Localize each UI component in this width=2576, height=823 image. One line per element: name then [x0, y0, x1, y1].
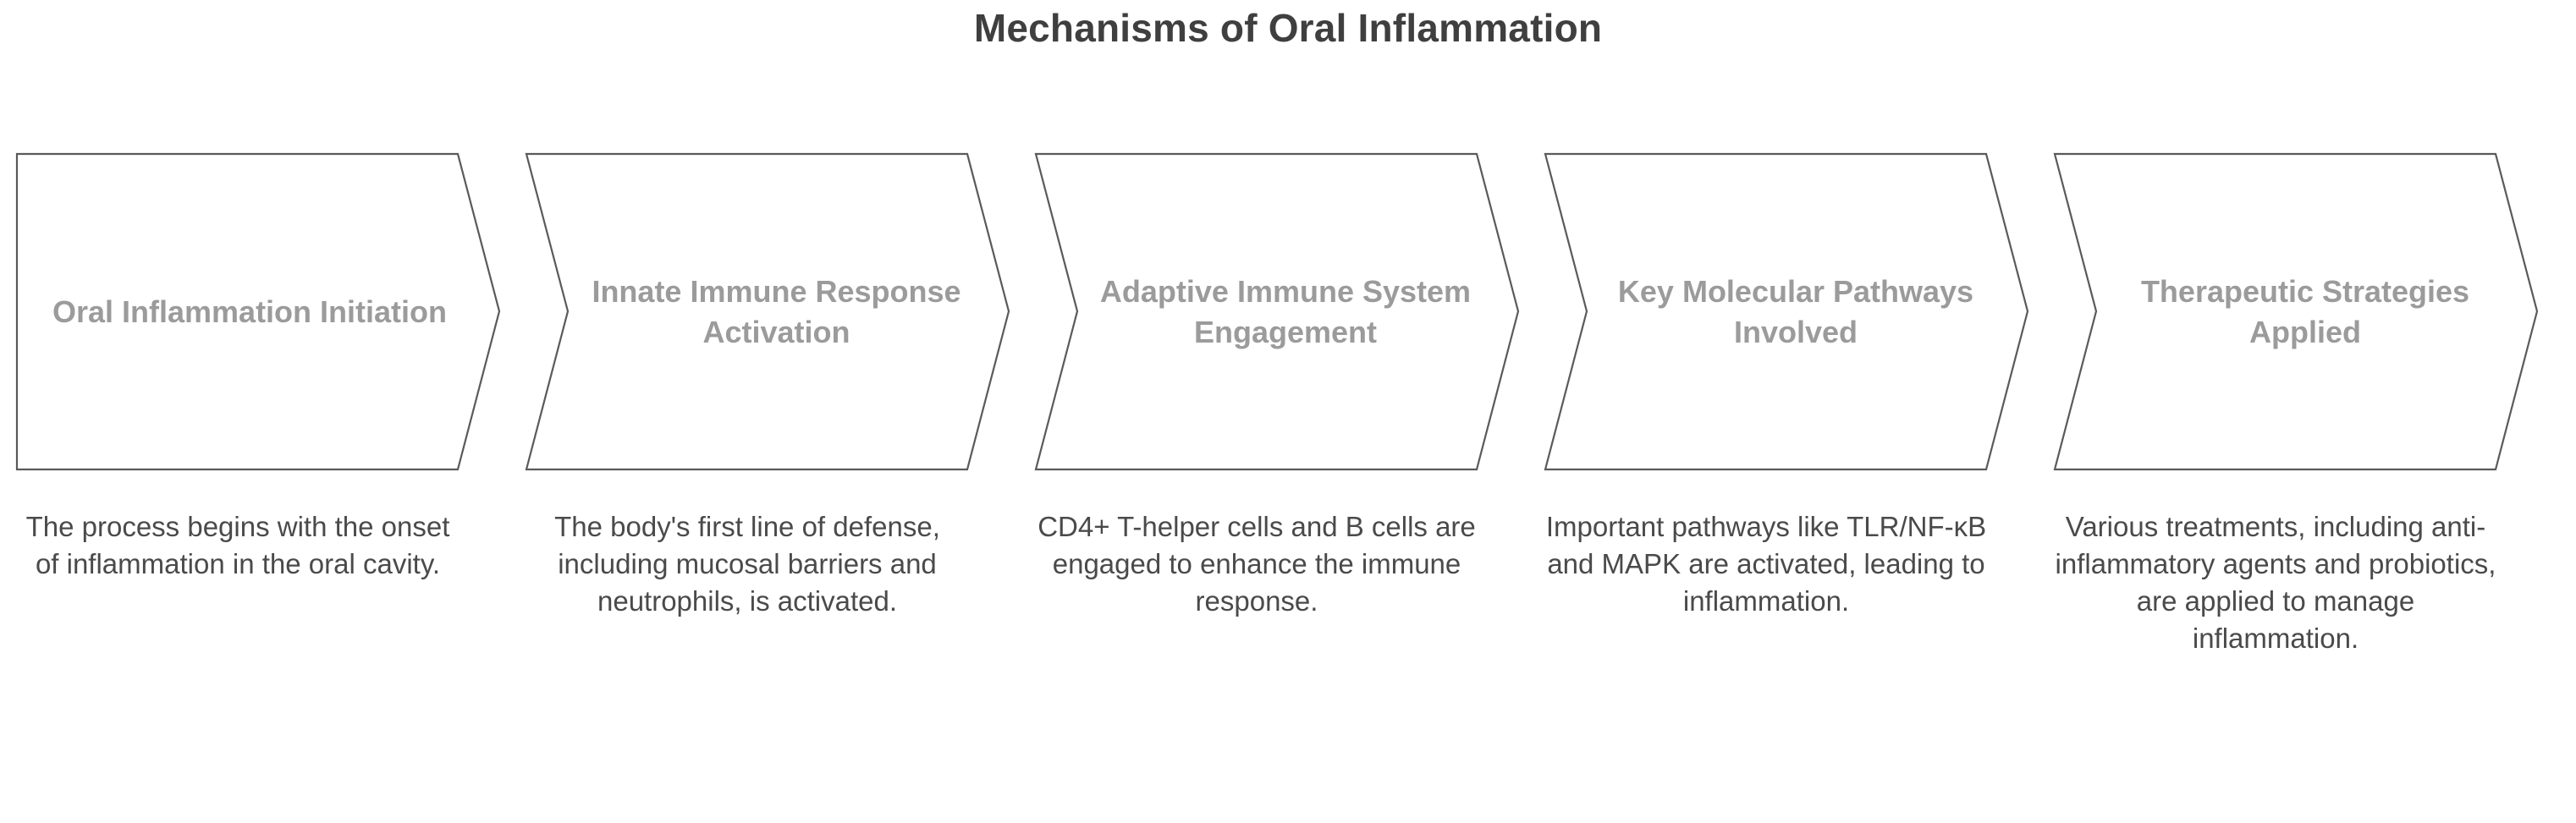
stage-description-5: Various treatments, including anti-infla…: [2055, 511, 2496, 654]
stage-descriptions: The process begins with the onset of inf…: [0, 508, 2576, 823]
stage-description-4: Important pathways like TLR/NF-κB and MA…: [1545, 511, 1987, 617]
stage-label-4: Key Molecular Pathways Involved: [1617, 273, 1974, 349]
chevron-shape-5[interactable]: [2053, 152, 2539, 471]
stage-label-1: Oral Inflammation Initiation: [52, 294, 448, 329]
page-title: Mechanisms of Oral Inflammation: [973, 6, 1603, 50]
stage-description-3: CD4+ T-helper cells and B cells are enga…: [1038, 511, 1476, 617]
chevron-band: Oral Inflammation Initiation Innate Immu…: [0, 152, 2576, 471]
chevron-shape-4[interactable]: [1544, 152, 2029, 471]
chevron-shape-3[interactable]: [1034, 152, 1520, 471]
chevron-shape-1[interactable]: [15, 152, 501, 471]
stage-label-3: Adaptive Immune System Engagement: [1099, 273, 1472, 349]
chevron-shape-2[interactable]: [525, 152, 1010, 471]
stage-label-2: Innate Immune Response Activation: [592, 273, 961, 349]
stage-description-2: The body's first line of defense, includ…: [554, 511, 940, 617]
chevron-shapes-svg: [15, 152, 2539, 471]
stage-description-1: The process begins with the onset of inf…: [25, 511, 450, 579]
stage-label-5: Therapeutic Strategies Applied: [2140, 273, 2470, 349]
